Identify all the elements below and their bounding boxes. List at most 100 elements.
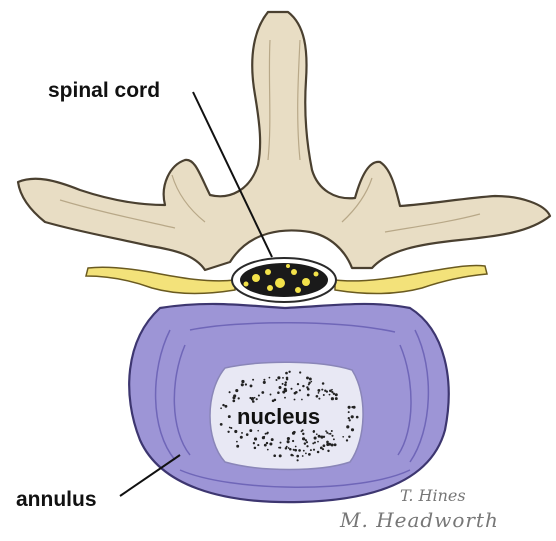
nucleus-speckle <box>302 455 304 457</box>
nucleus-speckle <box>254 437 257 440</box>
nucleus-speckle <box>284 384 286 386</box>
nucleus-speckle <box>326 443 329 446</box>
nucleus-speckle <box>317 441 319 443</box>
nucleus-speckle <box>311 381 313 383</box>
nucleus-speckle <box>228 415 231 418</box>
nucleus-speckle <box>266 432 268 434</box>
nucleus-speckle <box>275 379 277 381</box>
nucleus-speckle <box>251 398 254 401</box>
nucleus-speckle <box>321 389 323 391</box>
nucleus-speckle <box>326 441 329 444</box>
nucleus-speckle <box>220 407 222 409</box>
nucleus-speckle <box>257 444 259 446</box>
nucleus-speckle <box>318 435 321 438</box>
nucleus-speckle <box>292 440 294 442</box>
nucleus-speckle <box>250 384 253 387</box>
nucleus-speckle <box>356 416 359 419</box>
nucleus-speckle <box>224 405 227 408</box>
nucleus-speckle <box>302 429 304 431</box>
nucleus-speckle <box>308 383 310 385</box>
nucleus-speckle <box>335 397 338 400</box>
nucleus-speckle <box>348 417 350 419</box>
nucleus-speckle <box>295 446 297 448</box>
nucleus-speckle <box>290 388 292 390</box>
nucleus-speckle <box>351 415 354 418</box>
nucleus-speckle <box>267 449 269 451</box>
nucleus-speckle <box>236 441 238 443</box>
nucleus-speckle <box>323 436 325 438</box>
nucleus-speckle <box>299 389 301 391</box>
nucleus-speckle <box>262 436 265 439</box>
nucleus-speckle <box>232 396 235 399</box>
nucleus-speckle <box>284 397 286 399</box>
nucleus-speckle <box>289 448 292 451</box>
nucleus-speckle <box>302 437 305 440</box>
nucleus-speckle <box>329 389 332 392</box>
nucleus-speckle <box>303 450 305 452</box>
nucleus-speckle <box>287 440 290 443</box>
nucleus-speckle <box>302 385 304 387</box>
nucleus-speckle <box>346 439 348 441</box>
nerve-right <box>335 265 487 293</box>
nucleus-speckle <box>324 390 326 392</box>
nucleus-speckle <box>227 431 229 433</box>
nucleus-speckle <box>271 438 274 441</box>
nucleus-speckle <box>304 442 306 444</box>
nucleus-speckle <box>323 394 325 396</box>
nucleus-speckle <box>229 391 231 393</box>
nucleus-speckle <box>258 394 260 396</box>
nucleus-speckle <box>331 435 333 437</box>
nucleus-speckle <box>245 383 247 385</box>
nucleus-speckle <box>220 423 223 426</box>
nucleus-speckle <box>348 411 350 413</box>
nucleus-speckle <box>272 399 275 402</box>
nucleus-speckle <box>286 446 288 448</box>
nucleus-speckle <box>277 376 280 379</box>
nucleus-speckle <box>305 453 307 455</box>
nucleus-speckle <box>279 447 281 449</box>
nucleus-speckle <box>279 454 282 457</box>
nucleus-speckle <box>270 394 272 396</box>
nucleus-speckle <box>298 449 301 452</box>
nucleus-speckle <box>290 454 293 457</box>
nucleus-speckle <box>249 429 252 432</box>
nerve-left <box>86 267 235 293</box>
nucleus-speckle <box>310 449 312 451</box>
nucleus-speckle <box>325 430 327 432</box>
nucleus-speckle <box>307 388 310 391</box>
nucleus-speckle <box>235 389 238 392</box>
nucleus-speckle <box>329 394 331 396</box>
nucleus-speckle <box>238 397 240 399</box>
nucleus-label: nucleus <box>237 406 320 428</box>
nucleus-speckle <box>285 372 288 375</box>
nucleus-speckle <box>349 419 351 421</box>
nucleus-speckle <box>253 442 255 444</box>
nucleus-speckle <box>236 445 239 448</box>
nucleus-speckle <box>333 438 335 440</box>
nucleus-speckle <box>306 445 308 447</box>
nucleus-speckle <box>348 406 351 409</box>
nucleus-speckle <box>318 398 320 400</box>
nucleus-speckle <box>273 454 276 457</box>
nucleus-speckle <box>254 447 257 450</box>
nucleus-speckle <box>322 382 325 385</box>
nucleus-speckle <box>288 371 290 373</box>
nucleus-speckle <box>342 436 344 438</box>
nucleus-speckle <box>261 391 264 394</box>
nucleus-speckle <box>286 377 289 380</box>
nucleus-speckle <box>302 433 304 435</box>
nucleus-speckle <box>318 392 320 394</box>
nucleus-speckle <box>335 393 338 396</box>
annulus-label: annulus <box>16 489 97 510</box>
nucleus-speckle <box>305 439 307 441</box>
nucleus-speckle <box>331 397 334 400</box>
nucleus-speckle <box>323 444 326 447</box>
spinal-cord-label: spinal cord <box>48 80 160 101</box>
nucleus-speckle <box>263 381 266 384</box>
nucleus-speckle <box>256 398 258 400</box>
nucleus-speckle <box>294 449 297 452</box>
nucleus-speckle <box>282 383 284 385</box>
nucleus-speckle <box>299 371 301 373</box>
nucleus-speckle <box>282 390 285 393</box>
nucleus-speckle <box>314 436 317 439</box>
